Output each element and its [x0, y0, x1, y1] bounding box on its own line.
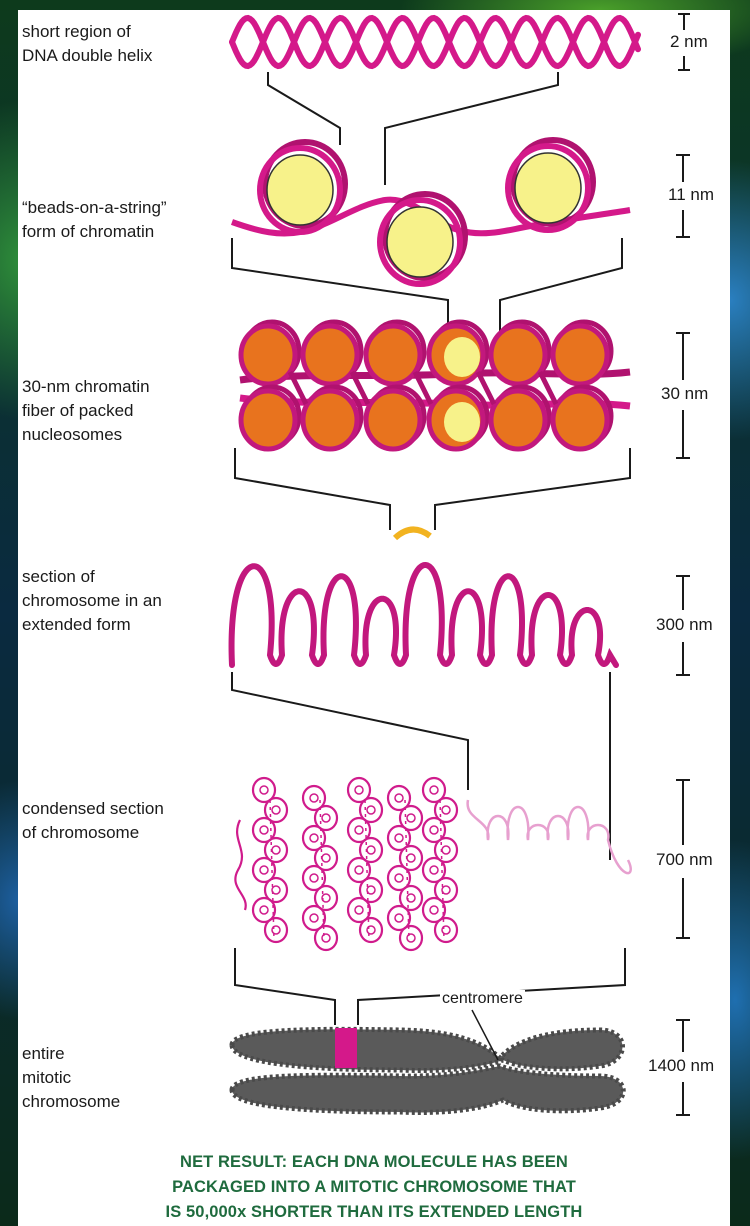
- chromatin-coil: [315, 926, 337, 950]
- nucleosome-top: [553, 322, 611, 384]
- scale-label-11nm: 11 nm: [666, 185, 716, 205]
- label-30nm-fiber: 30-nm chromatin fiber of packed nucleoso…: [22, 375, 150, 447]
- chromatin-coil: [400, 926, 422, 950]
- nucleosome-bottom: [491, 387, 549, 449]
- condensed-chromosome-section: [235, 778, 630, 950]
- extended-chromosome-loops: [232, 529, 616, 665]
- label-mitotic-chromosome: entire mitotic chromosome: [22, 1042, 120, 1114]
- nucleosome-bottom: [241, 387, 299, 449]
- scale-bars: [676, 14, 690, 1115]
- highlight-nucleosome: [444, 402, 480, 442]
- chromatin-coil: [360, 918, 382, 942]
- caption-line-3: IS 50,000x SHORTER THAN ITS EXTENDED LEN…: [18, 1200, 730, 1225]
- net-result-caption: NET RESULT: EACH DNA MOLECULE HAS BEEN P…: [18, 1150, 730, 1225]
- nucleosome-bottom: [366, 387, 424, 449]
- chromatin-coil: [435, 918, 457, 942]
- chromatin-fiber-30nm: [240, 322, 630, 449]
- nucleosome-bottom: [303, 387, 361, 449]
- zoom-connector-3: [235, 448, 630, 530]
- mitotic-chromosome: [232, 1010, 623, 1113]
- caption-line-1: NET RESULT: EACH DNA MOLECULE HAS BEEN: [18, 1150, 730, 1175]
- faded-extended-loop: [468, 800, 631, 873]
- label-condensed-section: condensed section of chromosome: [22, 797, 164, 845]
- label-dna-double-helix: short region of DNA double helix: [22, 20, 152, 68]
- scale-label-300nm: 300 nm: [654, 615, 715, 635]
- beads-on-a-string: [232, 140, 630, 284]
- zoom-connector-5: [235, 948, 625, 1025]
- label-extended-form: section of chromosome in an extended for…: [22, 565, 162, 637]
- scale-label-2nm: 2 nm: [668, 32, 710, 52]
- zoom-connector-4: [232, 672, 610, 860]
- dna-double-helix: [232, 18, 638, 66]
- scale-label-30nm: 30 nm: [659, 384, 710, 404]
- highlight-nucleosome: [444, 337, 480, 377]
- scale-label-1400nm: 1400 nm: [646, 1056, 716, 1076]
- highlighted-region: [335, 1028, 357, 1068]
- chromatin-coil: [265, 918, 287, 942]
- caption-line-2: PACKAGED INTO A MITOTIC CHROMOSOME THAT: [18, 1175, 730, 1200]
- nucleosome-bottom: [553, 387, 611, 449]
- label-beads-on-a-string: “beads-on-a-string” form of chromatin: [22, 196, 167, 244]
- label-centromere: centromere: [440, 990, 525, 1008]
- scale-label-700nm: 700 nm: [654, 850, 715, 870]
